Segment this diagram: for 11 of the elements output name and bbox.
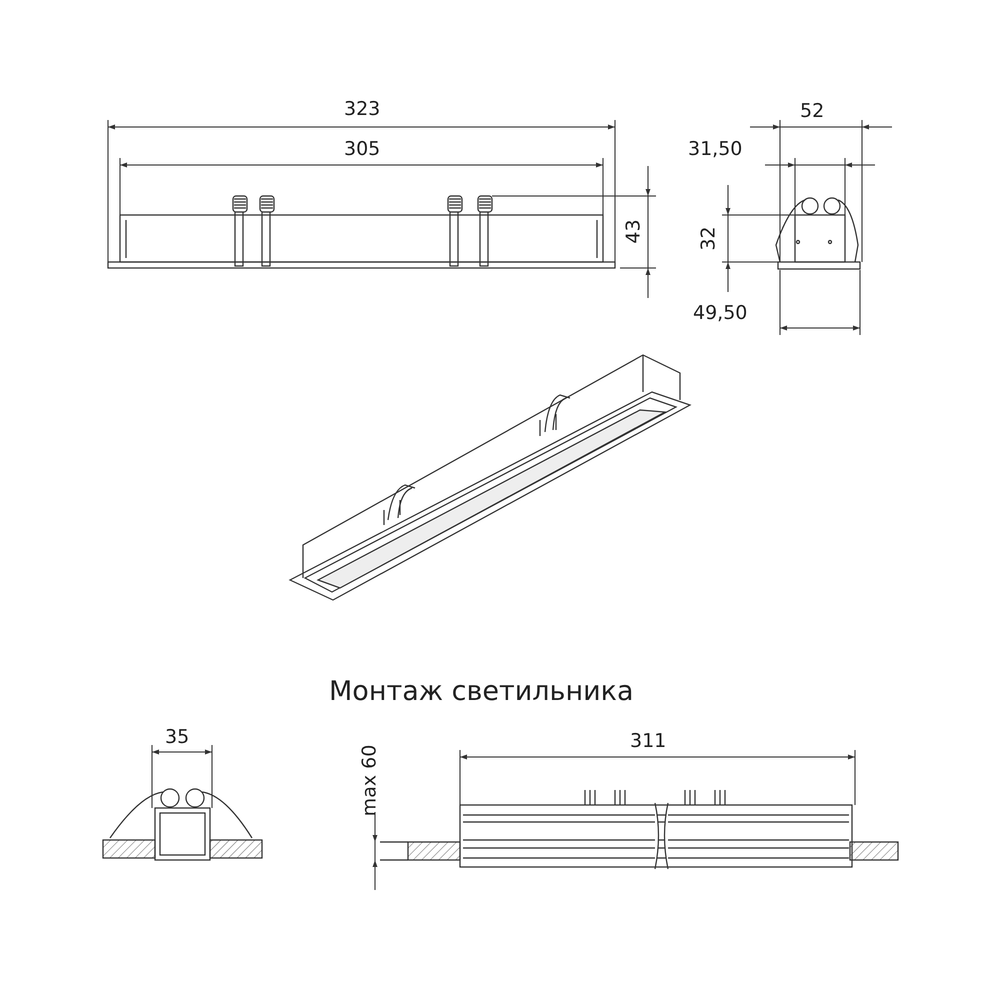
dimension-value: 323 — [344, 100, 380, 119]
dimension-value: 49,50 — [693, 304, 748, 323]
dimension-value: 32 — [700, 226, 719, 251]
dimension-value: 52 — [800, 102, 824, 121]
dimension-value: 305 — [344, 140, 380, 159]
dimension-value: 311 — [630, 732, 666, 751]
section-heading: Монтаж светильника — [329, 678, 634, 705]
dimension-value: 35 — [165, 728, 190, 747]
dimension-value: 31,50 — [688, 140, 742, 159]
dimension-value: max 60 — [360, 744, 380, 816]
dimension-value: 43 — [624, 219, 644, 244]
